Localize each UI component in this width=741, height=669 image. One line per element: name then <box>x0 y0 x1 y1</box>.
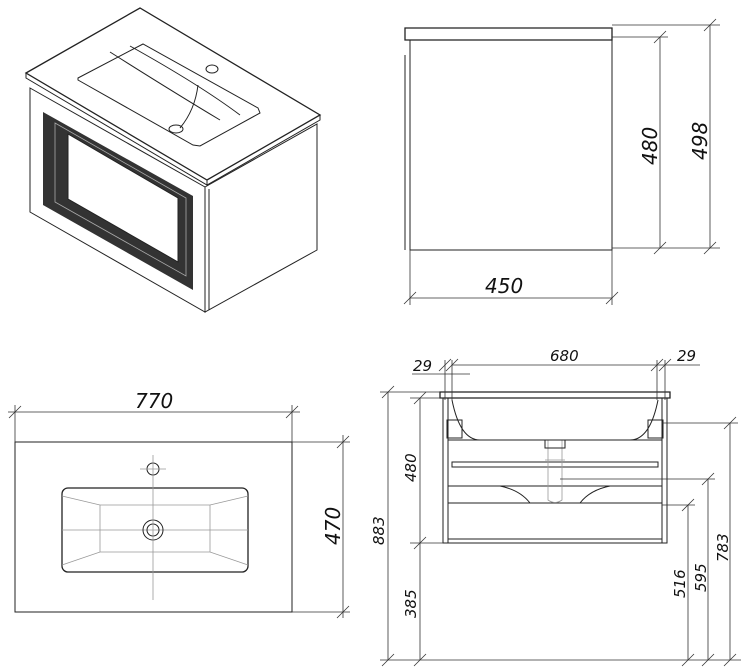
front-height-516: 516 <box>671 569 689 598</box>
top-view <box>8 405 350 619</box>
side-height-498: 498 <box>688 122 712 160</box>
front-width-680: 680 <box>550 347 579 365</box>
isometric-view <box>24 7 322 313</box>
top-depth-470: 470 <box>321 507 345 545</box>
side-depth-450: 450 <box>485 274 523 298</box>
front-floor-385: 385 <box>402 589 420 618</box>
front-right-29: 29 <box>677 347 696 365</box>
front-height-595: 595 <box>692 563 710 592</box>
side-height-480: 480 <box>638 127 662 165</box>
front-height-480: 480 <box>402 453 420 482</box>
front-height-783: 783 <box>714 533 732 562</box>
front-height-883: 883 <box>370 516 388 545</box>
front-view <box>380 358 741 667</box>
top-width-770: 770 <box>135 389 173 413</box>
front-left-29: 29 <box>413 357 432 375</box>
side-view <box>403 18 720 305</box>
